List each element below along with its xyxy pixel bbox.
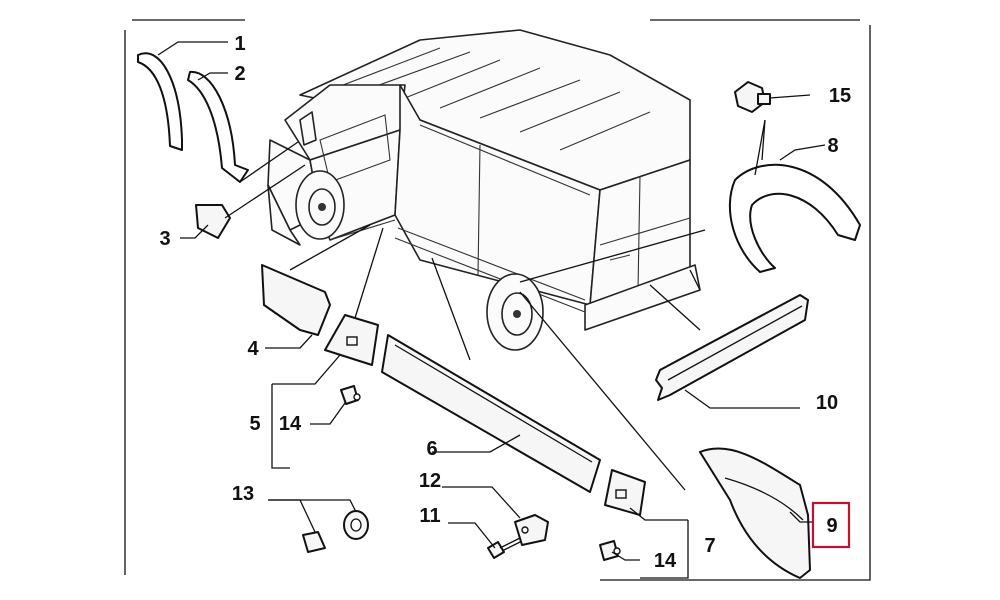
callout-7: 7 — [704, 535, 715, 557]
callout-14-lower: 14 — [654, 550, 677, 572]
part-5-molding-plate — [324, 314, 379, 366]
part-14-clip-upper — [340, 385, 361, 405]
part-13-push-clip — [302, 510, 369, 553]
part-14-clip-lower — [599, 540, 621, 561]
callout-3: 1 — [234, 33, 245, 55]
callout-14-upper: 14 — [279, 413, 302, 435]
callout-1: 2 — [234, 63, 245, 85]
part-10-rear-skirt — [655, 294, 809, 401]
callout-5: 5 — [249, 413, 260, 435]
part-12-bracket — [514, 514, 549, 546]
callout-labels: 1 2 3 4 5 6 7 8 9 10 11 12 13 14 14 15 — [159, 33, 851, 572]
callout-12: 12 — [419, 470, 441, 492]
part-4-door-molding — [261, 264, 331, 336]
part-7-rear-plate — [604, 469, 646, 516]
leader-lines — [157, 41, 826, 579]
callout-4: 4 — [247, 338, 259, 360]
callout-10: 10 — [816, 392, 838, 414]
part-8-rear-wheel-arch — [728, 163, 861, 273]
callout-8: 8 — [827, 135, 838, 157]
part-15-screw — [734, 81, 771, 113]
part-1-arch-trim — [187, 70, 249, 183]
callout-13: 13 — [232, 483, 254, 505]
callout-15: 15 — [829, 85, 851, 107]
part-11-bolt — [487, 537, 523, 559]
highlight-box-9 — [811, 501, 851, 549]
part-2-trim-piece — [195, 204, 231, 239]
part-3-wheel-arch-flare — [137, 52, 183, 151]
part-6-side-molding — [381, 334, 601, 493]
callout-6: 6 — [426, 438, 437, 460]
callout-2: 3 — [159, 228, 170, 250]
frame-lines — [124, 19, 871, 581]
van-illustration — [267, 29, 701, 351]
callout-9: 9 — [826, 515, 837, 537]
callout-11: 11 — [419, 505, 440, 527]
part-9-corner-molding — [699, 447, 811, 579]
